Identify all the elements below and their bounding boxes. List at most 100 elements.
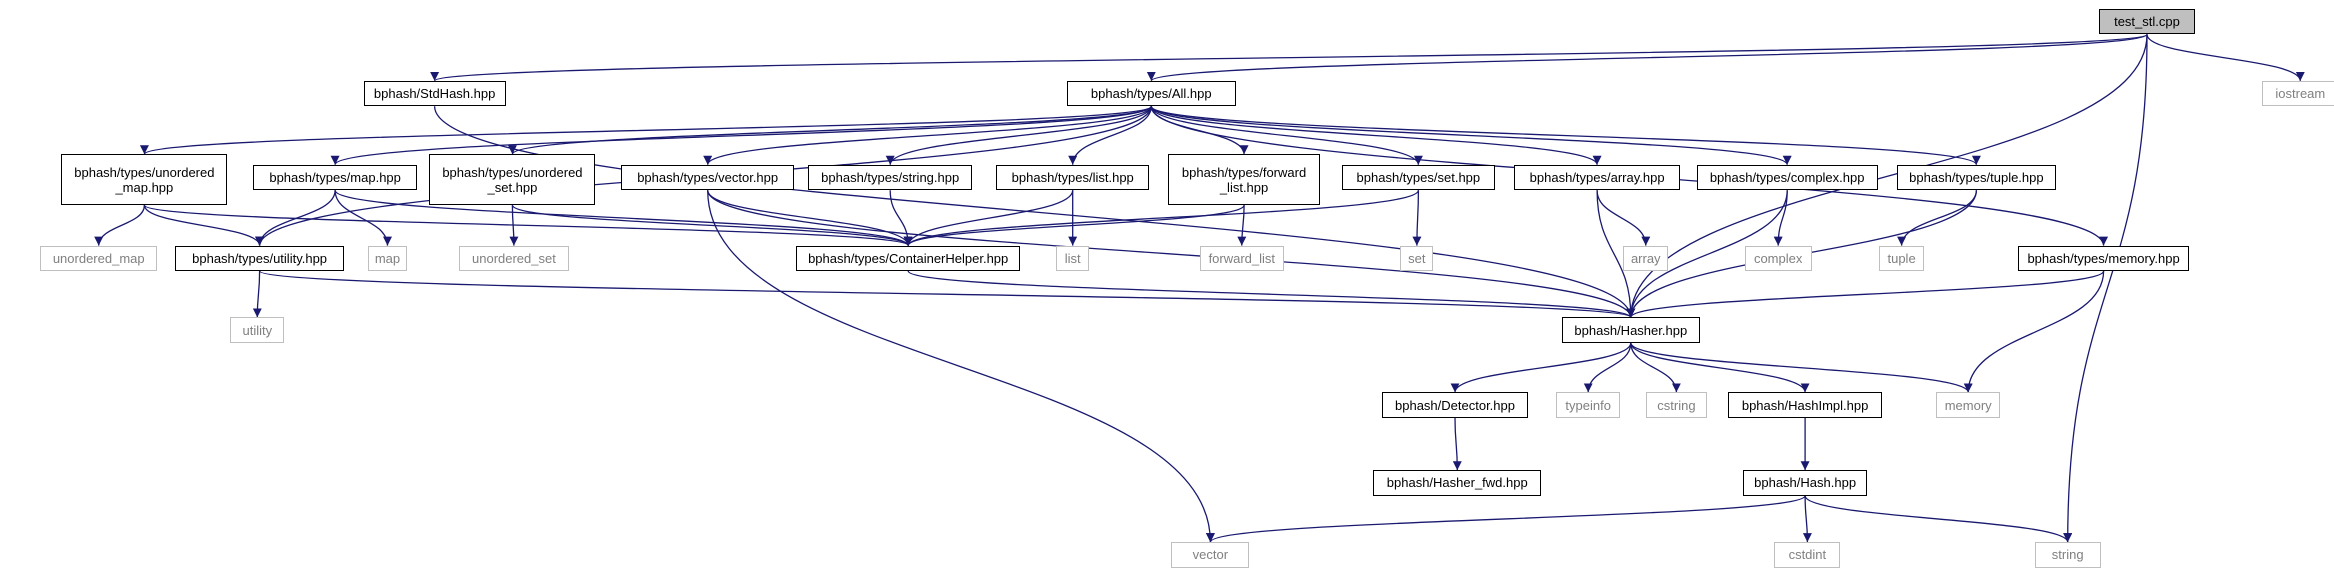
node-stdhash-hpp[interactable]: bphash/StdHash.hpp xyxy=(363,80,506,107)
edge-test_stl-to-stdhash xyxy=(430,33,2148,82)
node-label: bphash/StdHash.hpp xyxy=(373,86,496,102)
edge-vector_hpp-to-vector xyxy=(707,190,1215,543)
edge-all-to-map_hpp xyxy=(330,105,1152,166)
node-types-unordered-set-hpp[interactable]: bphash/types/unordered_set.hpp xyxy=(429,154,596,206)
edge-test_stl-to-all xyxy=(1147,33,2148,82)
node-types-memory-hpp[interactable]: bphash/types/memory.hpp xyxy=(2018,245,2189,272)
node-types-set-hpp[interactable]: bphash/types/set.hpp xyxy=(1342,164,1495,191)
node-hashimpl-hpp[interactable]: bphash/HashImpl.hpp xyxy=(1728,392,1883,418)
node-label: array xyxy=(1630,250,1661,266)
node-cstdint[interactable]: cstdint xyxy=(1774,542,1841,568)
node-label: bphash/types/complex.hpp xyxy=(1709,169,1865,185)
node-types-list-hpp[interactable]: bphash/types/list.hpp xyxy=(996,164,1150,191)
node-label: bphash/Hash.hpp xyxy=(1754,475,1857,491)
node-hasher-fwd-hpp[interactable]: bphash/Hasher_fwd.hpp xyxy=(1373,470,1542,496)
edge-forward_list_hpp-to-forward_list xyxy=(1237,205,1247,246)
edge-all-to-unordered_set_hpp xyxy=(508,105,1152,155)
edge-unordered_map_hpp-to-utility_hpp xyxy=(143,204,265,246)
node-map[interactable]: map xyxy=(368,245,407,272)
edge-all-to-set_hpp xyxy=(1150,106,1423,165)
edge-map_hpp-to-map xyxy=(334,190,392,246)
edge-stdhash-to-hasher xyxy=(433,106,1636,318)
node-hasher-hpp[interactable]: bphash/Hasher.hpp xyxy=(1561,317,1700,343)
edge-hasher-to-hashimpl xyxy=(1630,342,1810,393)
node-label: bphash/types/set.hpp xyxy=(1356,169,1481,185)
node-types-array-hpp[interactable]: bphash/types/array.hpp xyxy=(1514,164,1681,191)
edge-string_hpp-to-containerhelper xyxy=(889,190,913,246)
node-label: bphash/types/vector.hpp xyxy=(637,169,779,185)
edge-array_hpp-to-array xyxy=(1596,190,1651,246)
node-label: list xyxy=(1064,250,1081,266)
edge-hash-to-string xyxy=(1804,495,2073,543)
edge-all-to-unordered_map_hpp xyxy=(140,105,1152,155)
edge-all-to-list_hpp xyxy=(1068,106,1152,165)
node-types-containerhelper-hpp[interactable]: bphash/types/ContainerHelper.hpp xyxy=(795,245,1021,272)
node-unordered-set[interactable]: unordered_set xyxy=(459,245,569,272)
node-detector-hpp[interactable]: bphash/Detector.hpp xyxy=(1382,392,1528,418)
node-label: cstring xyxy=(1657,397,1696,413)
edge-utility_hpp-to-hasher xyxy=(258,270,1635,318)
node-array[interactable]: array xyxy=(1623,245,1669,272)
node-test-stl-cpp[interactable]: test_stl.cpp xyxy=(2099,8,2195,35)
node-string[interactable]: string xyxy=(2034,542,2101,568)
node-label: bphash/Hasher_fwd.hpp xyxy=(1386,475,1528,491)
node-label: vector xyxy=(1192,547,1229,563)
node-label-line2: _set.hpp xyxy=(487,179,538,195)
node-label: bphash/types/array.hpp xyxy=(1529,169,1665,185)
node-label: bphash/Detector.hpp xyxy=(1395,397,1515,413)
node-types-string-hpp[interactable]: bphash/types/string.hpp xyxy=(807,164,973,191)
node-label-line1: bphash/types/unordered xyxy=(74,164,215,180)
node-types-all-hpp[interactable]: bphash/types/All.hpp xyxy=(1066,80,1236,107)
edge-set_hpp-to-set xyxy=(1412,190,1422,246)
node-forward-list[interactable]: forward_list xyxy=(1199,245,1284,272)
node-cstring[interactable]: cstring xyxy=(1645,392,1708,418)
edge-unordered_set_hpp-to-unordered_set xyxy=(509,205,519,246)
edge-all-to-tuple_hpp xyxy=(1150,105,1981,166)
edge-hasher-to-typeinfo xyxy=(1583,342,1632,393)
edge-hash-to-vector xyxy=(1206,495,1806,543)
node-label: utility xyxy=(242,322,273,338)
node-label: bphash/types/map.hpp xyxy=(269,169,401,185)
node-utility[interactable]: utility xyxy=(230,317,285,343)
node-complex[interactable]: complex xyxy=(1744,245,1812,272)
edge-forward_list_hpp-to-containerhelper xyxy=(903,204,1245,247)
node-types-forward-list-hpp[interactable]: bphash/types/forward_list.hpp xyxy=(1168,154,1320,206)
node-types-unordered-map-hpp[interactable]: bphash/types/unordered_map.hpp xyxy=(61,154,228,206)
edge-unordered_map_hpp-to-unordered_map xyxy=(94,205,146,246)
edge-all-to-vector_hpp xyxy=(703,106,1152,165)
node-vector[interactable]: vector xyxy=(1171,542,1250,568)
node-label: tuple xyxy=(1887,250,1916,266)
edge-vector_hpp-to-hasher xyxy=(707,190,1636,318)
edge-test_stl-to-iostream xyxy=(2146,34,2305,82)
node-label: iostream xyxy=(2275,86,2326,102)
node-label: map xyxy=(374,250,401,266)
node-hash-hpp[interactable]: bphash/Hash.hpp xyxy=(1743,470,1868,496)
node-types-tuple-hpp[interactable]: bphash/types/tuple.hpp xyxy=(1897,164,2056,191)
edge-list_hpp-to-containerhelper xyxy=(903,190,1074,246)
node-types-map-hpp[interactable]: bphash/types/map.hpp xyxy=(252,164,418,191)
edge-hasher-to-memory xyxy=(1630,342,1973,393)
node-label: bphash/types/utility.hpp xyxy=(192,250,328,266)
edge-hash-to-cstdint xyxy=(1802,495,1812,543)
edge-containerhelper-to-hasher xyxy=(907,270,1636,318)
edge-array_hpp-to-hasher xyxy=(1596,190,1636,318)
edge-hasher-to-cstring xyxy=(1630,342,1681,393)
node-types-utility-hpp[interactable]: bphash/types/utility.hpp xyxy=(175,245,345,272)
node-label: bphash/types/tuple.hpp xyxy=(1909,169,2044,185)
node-iostream[interactable]: iostream xyxy=(2262,80,2334,107)
node-typeinfo[interactable]: typeinfo xyxy=(1556,392,1621,418)
node-label-line1: bphash/types/unordered xyxy=(442,164,583,180)
node-label: bphash/Hasher.hpp xyxy=(1574,322,1688,338)
node-types-vector-hpp[interactable]: bphash/types/vector.hpp xyxy=(620,164,795,191)
node-memory[interactable]: memory xyxy=(1936,392,2001,418)
node-list[interactable]: list xyxy=(1056,245,1090,272)
edge-vector_hpp-to-containerhelper xyxy=(707,190,913,246)
node-tuple[interactable]: tuple xyxy=(1879,245,1925,272)
node-types-complex-hpp[interactable]: bphash/types/complex.hpp xyxy=(1696,164,1878,191)
edge-detector-to-hasher_fwd xyxy=(1452,417,1462,471)
edge-complex_hpp-to-hasher xyxy=(1626,190,1788,318)
node-set[interactable]: set xyxy=(1400,245,1434,272)
node-label: memory xyxy=(1944,397,1992,413)
node-label: bphash/types/string.hpp xyxy=(821,169,960,185)
node-unordered-map[interactable]: unordered_map xyxy=(40,245,158,272)
